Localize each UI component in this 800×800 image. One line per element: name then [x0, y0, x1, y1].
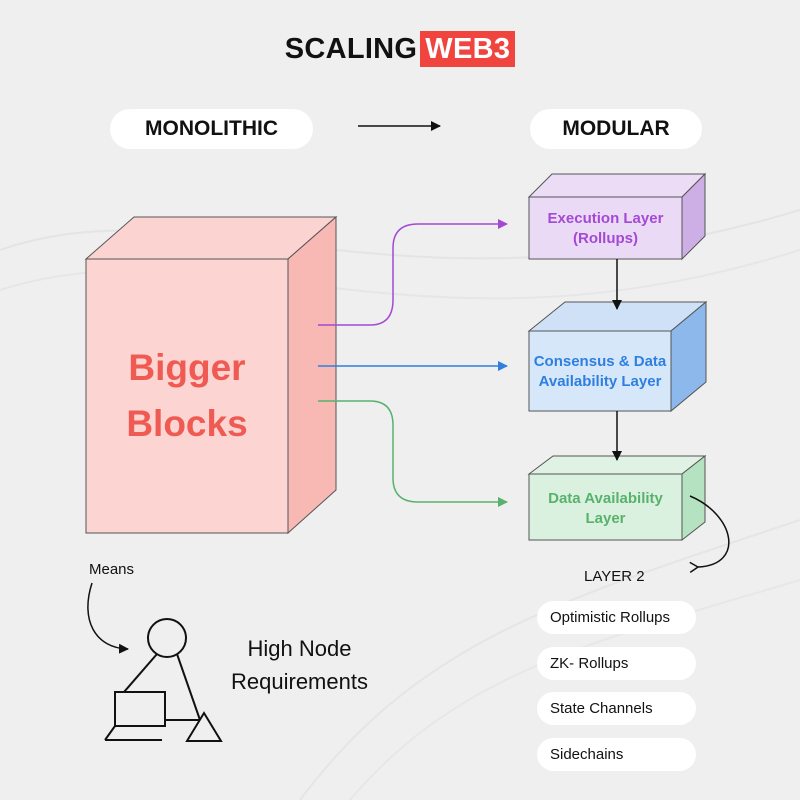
data-availability-label: Data Availability Layer	[529, 489, 682, 530]
layer2-item-state-channels: State Channels	[537, 692, 696, 725]
execution-line2: (Rollups)	[573, 230, 638, 248]
layer2-heading: LAYER 2	[584, 568, 645, 585]
execution-connector	[318, 219, 508, 326]
consensus-layer-label: Consensus & Data Availability Layer	[529, 352, 671, 393]
data-availability-cube	[527, 454, 707, 542]
node-req-line2: Requirements	[231, 669, 368, 694]
modular-header: MODULAR	[530, 109, 702, 149]
execution-layer-label: Execution Layer (Rollups)	[529, 209, 682, 250]
layer2-item-optimistic-rollups: Optimistic Rollups	[537, 601, 696, 634]
data-availability-connector	[318, 400, 508, 507]
title-highlight: WEB3	[420, 31, 516, 67]
execution-line1: Execution Layer	[547, 210, 664, 227]
consensus-line1: Consensus & Data	[533, 353, 667, 370]
title-main: SCALING	[284, 33, 418, 65]
execution-layer-cube	[527, 172, 707, 261]
node-requirements-label: High Node Requirements	[222, 632, 377, 698]
monolithic-header: MONOLITHIC	[110, 109, 313, 149]
means-curve-arrow	[87, 582, 129, 654]
big-label-line2: Blocks	[126, 402, 248, 444]
layer2-curve-arrow	[689, 495, 730, 573]
da-line2: Layer	[585, 510, 626, 528]
layer2-item-zk-rollups: ZK- Rollups	[537, 647, 696, 680]
means-label: Means	[89, 561, 135, 578]
consensus-layer-cube	[527, 300, 708, 413]
monolithic-cube	[84, 215, 338, 535]
consensus-line2: Availability Layer	[538, 373, 662, 391]
big-label-line1: Bigger	[128, 347, 246, 388]
da-line1: Data Availability	[548, 490, 663, 507]
monolithic-block-label: Bigger Blocks	[86, 340, 288, 451]
node-operator-icon	[104, 618, 223, 742]
node-req-line1: High Node	[247, 636, 352, 661]
layer2-item-sidechains: Sidechains	[537, 738, 696, 771]
